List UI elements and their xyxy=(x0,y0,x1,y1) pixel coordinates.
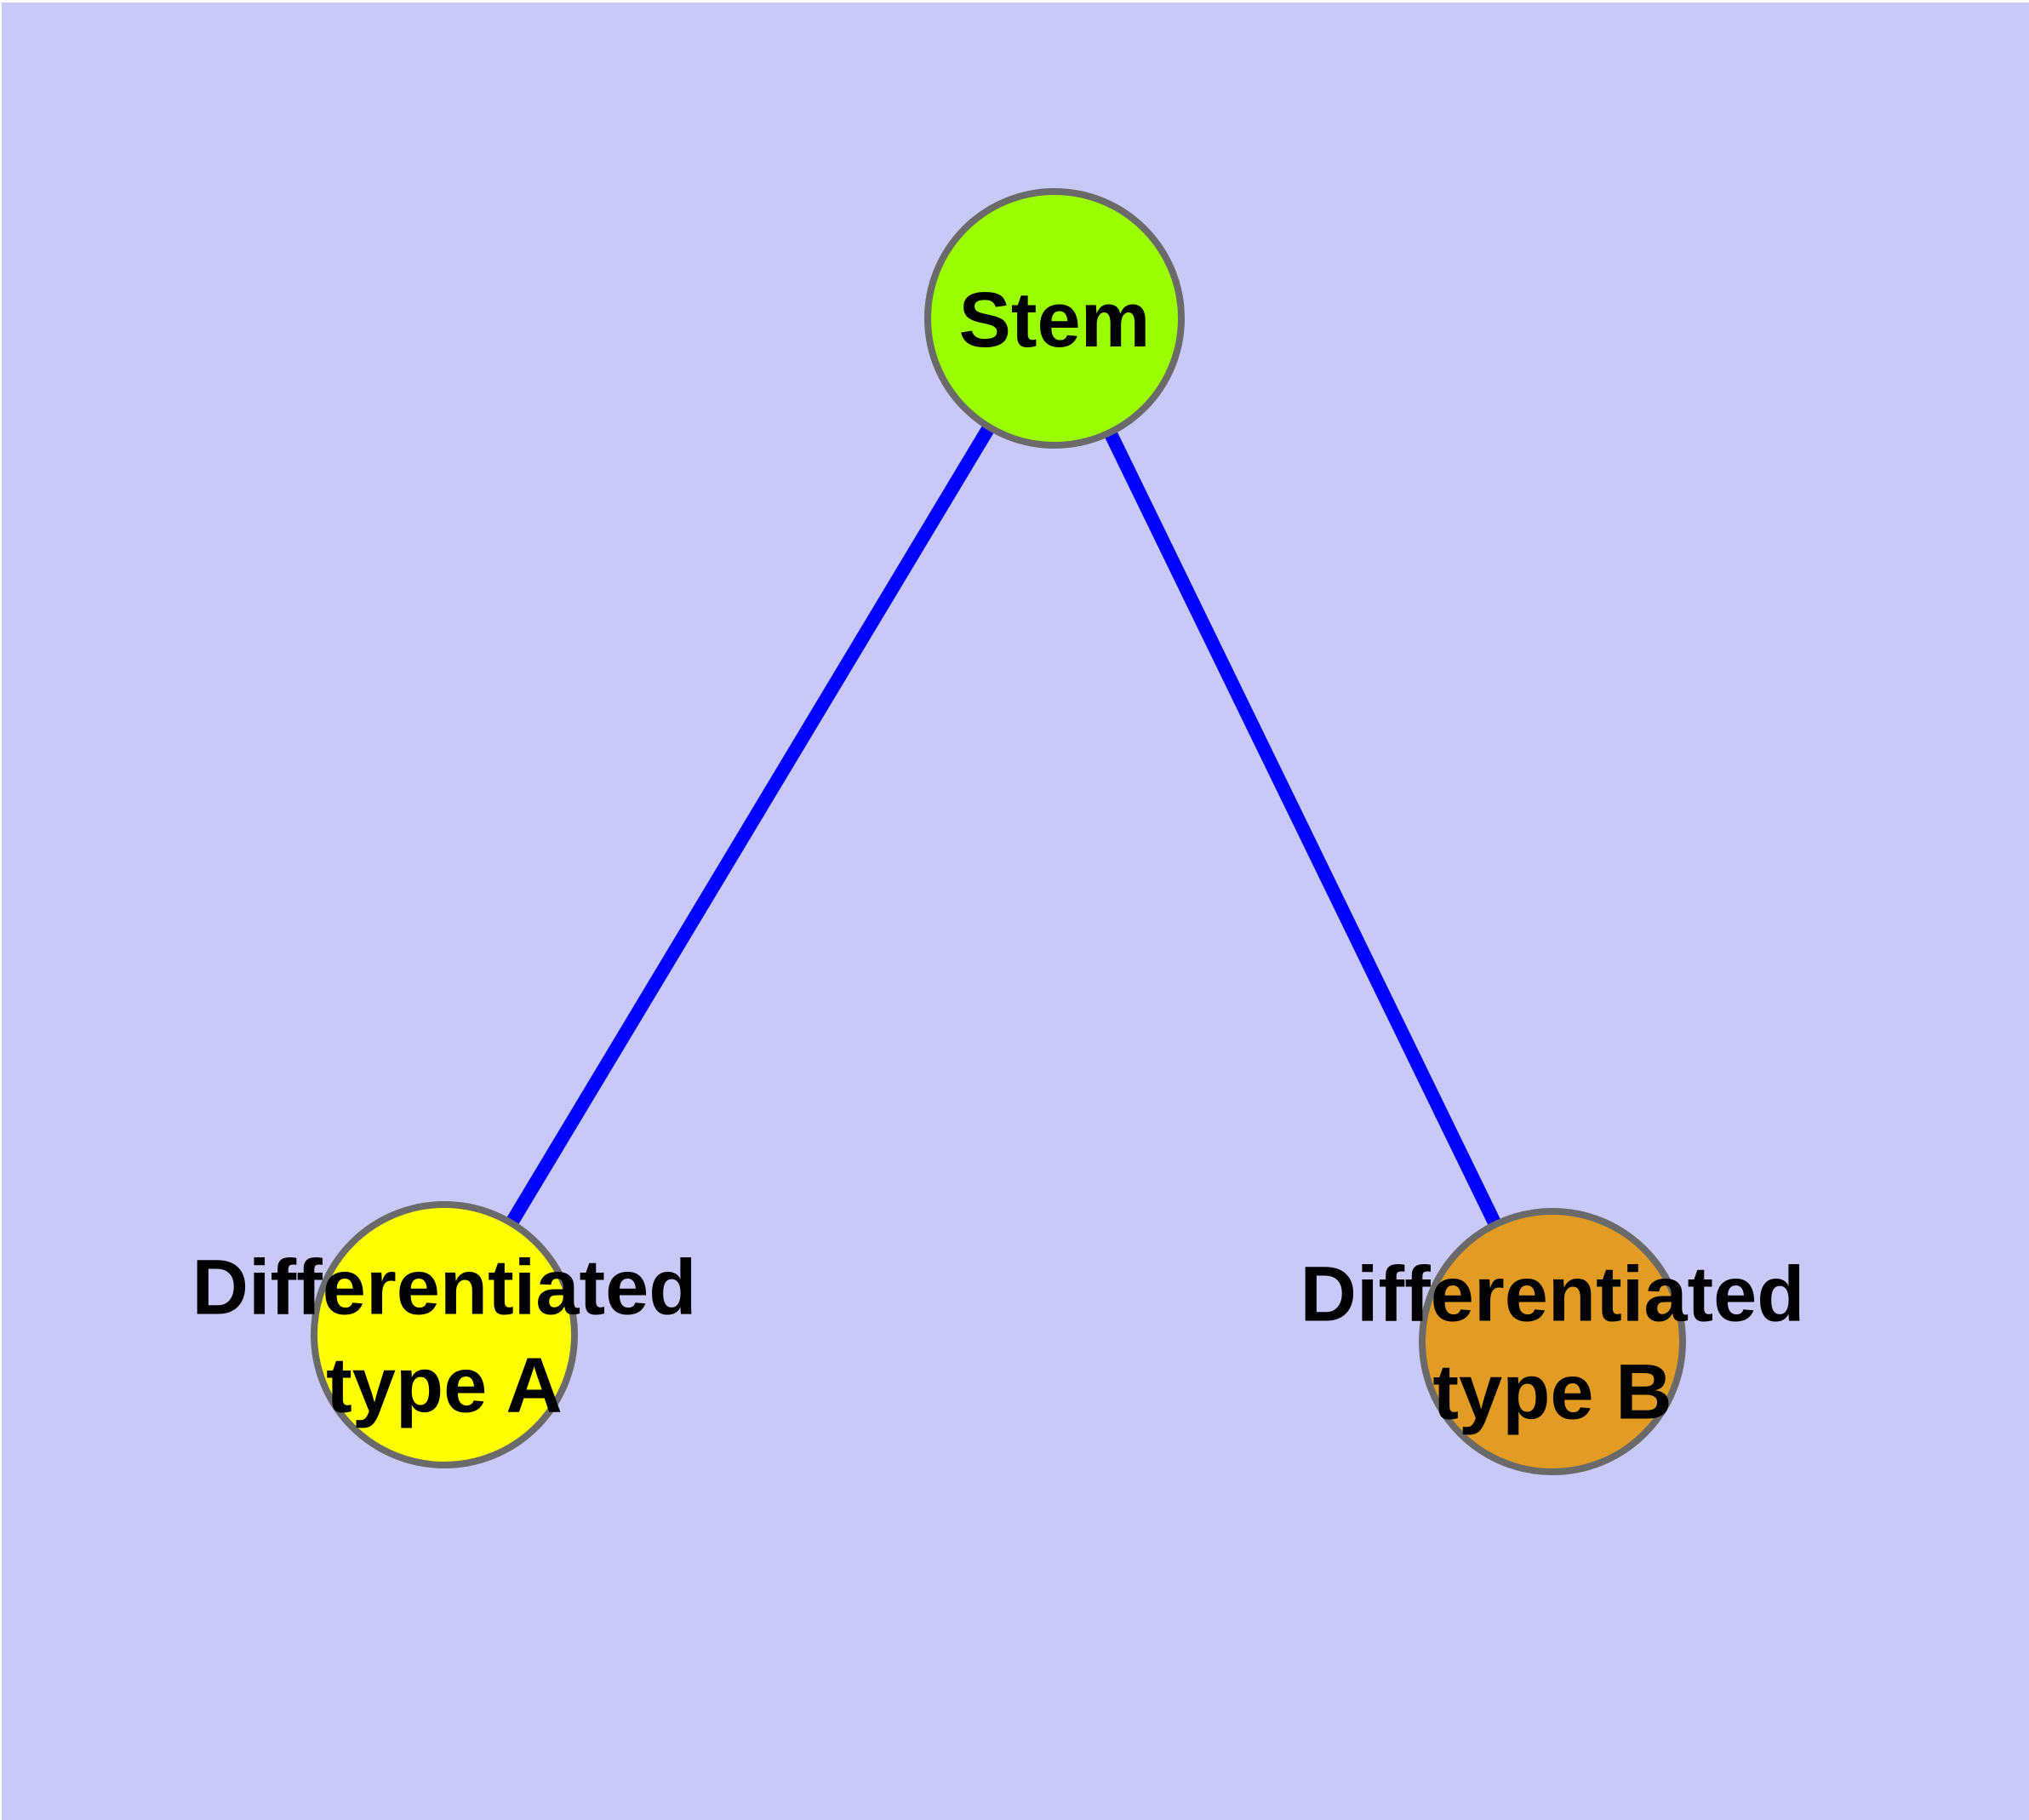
node-differentiated-type-a-label: Differentiated type A xyxy=(192,1245,697,1429)
node-stem-label: Stem xyxy=(959,277,1151,363)
node-differentiated-type-a-circle xyxy=(311,1201,578,1468)
edge-stem-to-differentiated-type-b xyxy=(1048,315,1559,1345)
node-stem-circle xyxy=(924,188,1185,449)
node-differentiated-type-b-label-line-2: type B xyxy=(1432,1349,1672,1436)
node-differentiated-type-b-label-line-1: Differentiated xyxy=(1300,1251,1805,1338)
node-differentiated-type-a-label-line-1: Differentiated xyxy=(192,1245,697,1331)
node-differentiated-type-a-label-line-2: type A xyxy=(326,1342,563,1429)
node-differentiated-type-b-circle xyxy=(1419,1208,1686,1475)
node-differentiated-type-b-label: Differentiated type B xyxy=(1300,1251,1805,1436)
edge-stem-to-differentiated-type-a xyxy=(438,314,1060,1339)
node-stem-label-line-1: Stem xyxy=(959,277,1151,363)
